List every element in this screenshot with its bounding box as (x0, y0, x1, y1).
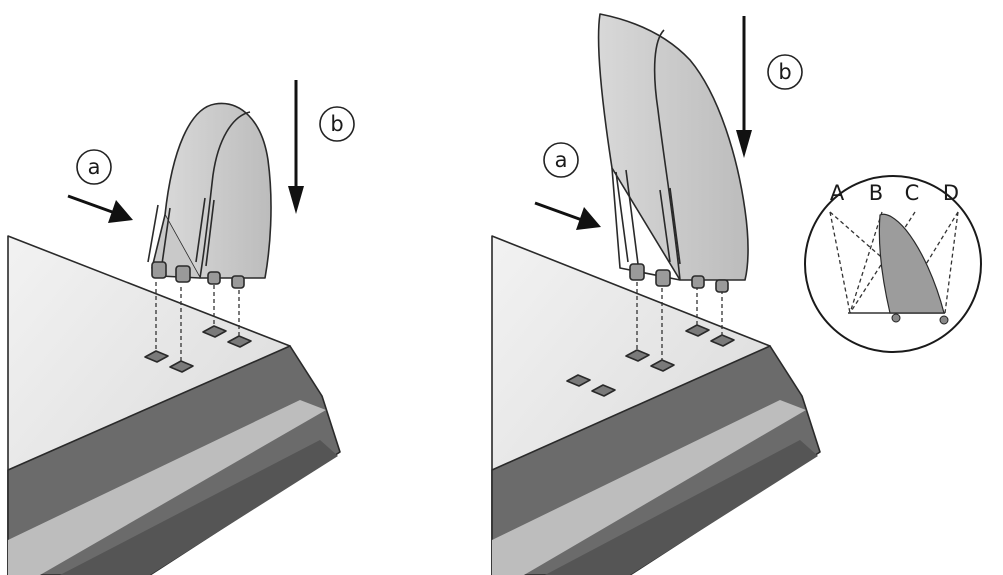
callout-a-label: a (88, 155, 101, 179)
alignment-lines-right (636, 282, 723, 361)
fin-slots-right (566, 324, 735, 397)
board-body-right (491, 235, 821, 575)
position-label-d: D (943, 181, 959, 205)
insert-arrow-a-left (67, 194, 133, 223)
fin-left (147, 102, 272, 289)
insert-arrow-a-right (534, 201, 601, 230)
right-panel: a b A B (491, 13, 982, 575)
callout-a-right: a (543, 142, 579, 178)
fin-slots-left (144, 325, 252, 373)
fin-right (597, 13, 749, 293)
callout-b-right: b (767, 54, 803, 90)
board-body-left (7, 235, 341, 575)
callout-a-left: a (76, 149, 112, 185)
position-label-c: C (905, 181, 920, 205)
position-label-a: A (830, 181, 845, 205)
callout-b-left: b (319, 106, 355, 142)
callout-b-label: b (330, 112, 343, 136)
position-label-b: B (869, 181, 883, 205)
push-arrow-b-left (288, 80, 304, 214)
callout-a-label: a (555, 148, 568, 172)
fin-position-inset: A B C D (804, 175, 982, 353)
alignment-lines-left (155, 282, 240, 362)
left-panel: a b (7, 80, 355, 575)
callout-b-label: b (778, 60, 791, 84)
push-arrow-b-right (736, 16, 752, 158)
